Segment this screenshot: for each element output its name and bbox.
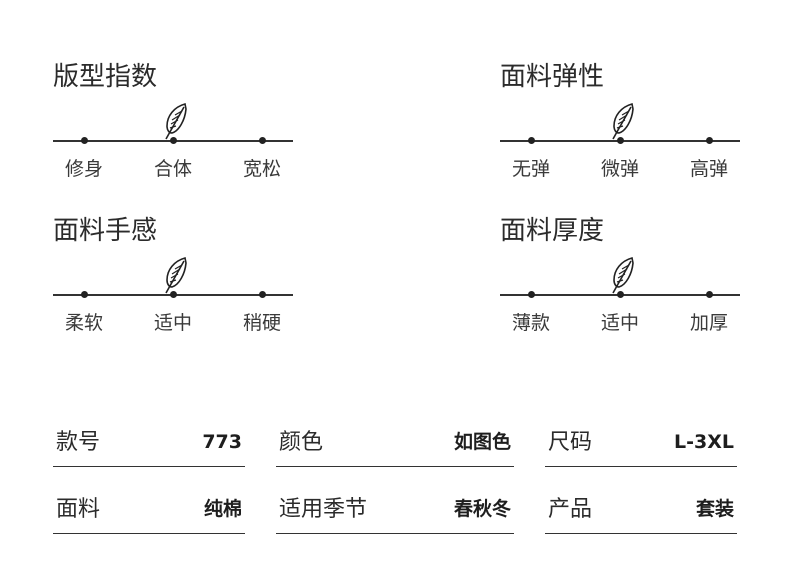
scale-dot-loose (258, 137, 266, 144)
spec-value: L-3XL (674, 431, 734, 453)
fabric-elasticity-title: 面料弹性 (500, 62, 605, 92)
fabric-feel-title: 面料手感 (53, 216, 158, 246)
tick-label-stiff: 稍硬 (242, 312, 281, 334)
fabric-thickness-scale: 面料厚度 薄款 适中 加厚 (500, 216, 742, 356)
scale-dot-high (705, 137, 713, 144)
spec-label: 尺码 (548, 430, 593, 455)
tick-label-medium: 适中 (153, 312, 192, 334)
tick-label-none: 无弹 (511, 158, 550, 180)
scale-dot-stiff (258, 291, 266, 298)
spec-value: 773 (202, 431, 242, 453)
spec-size: 尺码 L-3XL (545, 422, 737, 467)
tick-label-slim: 修身 (64, 158, 103, 180)
fabric-feel-scale: 面料手感 柔软 适中 稍硬 (53, 216, 295, 356)
feather-icon (612, 103, 634, 140)
feather-icon (612, 257, 634, 294)
tick-label-soft: 柔软 (64, 312, 103, 334)
tick-label-medium: 适中 (600, 312, 639, 334)
scale-dot-none (527, 137, 535, 144)
scale-dot-thick (705, 291, 713, 298)
fit-index-scale: 版型指数 修身 合体 宽松 (53, 62, 295, 202)
spec-product: 产品 套装 (545, 489, 737, 534)
scale-dot-soft (80, 291, 88, 298)
spec-value: 纯棉 (203, 498, 242, 520)
spec-label: 产品 (548, 497, 593, 522)
scale-dot-slim (80, 137, 88, 144)
spec-value: 春秋冬 (453, 498, 511, 520)
spec-color: 颜色 如图色 (276, 422, 514, 467)
spec-style-no: 款号 773 (53, 422, 245, 467)
fabric-thickness-title: 面料厚度 (500, 216, 605, 246)
scale-dot-slight (616, 137, 624, 144)
spec-season: 适用季节 春秋冬 (276, 489, 514, 534)
tick-label-slight: 微弹 (600, 158, 639, 180)
scale-dot-thin (527, 291, 535, 298)
spec-label: 适用季节 (279, 497, 368, 522)
fit-index-title: 版型指数 (53, 62, 158, 92)
spec-value: 套装 (695, 498, 734, 520)
spec-fabric: 面料 纯棉 (53, 489, 245, 534)
spec-label: 颜色 (279, 430, 324, 455)
spec-label: 面料 (56, 497, 101, 522)
tick-label-thick: 加厚 (689, 312, 728, 334)
scale-dot-medium (169, 291, 177, 298)
scale-dot-medium (616, 291, 624, 298)
tick-label-thin: 薄款 (511, 312, 550, 334)
tick-label-regular: 合体 (153, 158, 192, 180)
feather-icon (165, 257, 187, 294)
tick-label-loose: 宽松 (242, 158, 281, 180)
tick-label-high: 高弹 (689, 158, 728, 180)
scale-dot-regular (169, 137, 177, 144)
feather-icon (165, 103, 187, 140)
spec-label: 款号 (56, 430, 101, 455)
fabric-elasticity-scale: 面料弹性 无弹 微弹 高弹 (500, 62, 742, 202)
spec-value: 如图色 (453, 431, 511, 453)
